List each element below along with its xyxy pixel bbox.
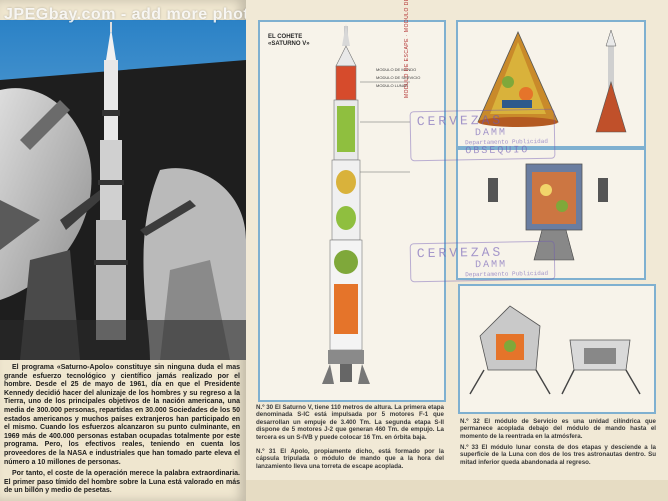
rocket-title: EL COHETE «SATURNO V»: [268, 34, 310, 48]
intro-text: El programa «Saturno-Apolo» constituye s…: [4, 364, 240, 499]
saturn-v-illustration: [322, 24, 410, 384]
service-module-illustration: [488, 163, 608, 261]
left-page: JPEGbay.com - add more photos to your li…: [0, 0, 396, 501]
intro-paragraph-2: Por tanto, el coste de la operación mere…: [4, 470, 240, 495]
rocket-side-text: MODULO DE ESCAPE · MODULO DE MANDO · MOD…: [404, 0, 410, 98]
lunar-module-card: [458, 284, 656, 414]
command-module-card: [456, 20, 646, 148]
launch-photo-art: [0, 20, 246, 360]
page-bottom-edge: [246, 480, 668, 501]
lunar-module-illustration: [469, 305, 641, 395]
caption-32: N.º 32 El módulo de Servicio es una unid…: [460, 418, 656, 440]
command-module-illustration: [477, 29, 627, 133]
caption-30: N.º 30 El Saturno V, tiene 110 metros de…: [256, 404, 444, 441]
stamp2-line3: Departamento Publicidad: [465, 269, 549, 279]
intro-paragraph-1: El programa «Saturno-Apolo» constituye s…: [4, 364, 240, 466]
guide-label-service: MODULO DE SERVICIO: [376, 75, 421, 80]
stamp1-line4: OBSEQUIO: [465, 145, 530, 158]
guide-label-lunar: MODULO LUNAR: [376, 83, 409, 88]
rocket-title-line1: EL COHETE: [268, 34, 303, 40]
launch-photo: [0, 20, 246, 360]
service-module-card: [456, 148, 646, 280]
caption-33: N.º 33 El módulo lunar consta de dos eta…: [460, 444, 656, 466]
caption-31: N.º 31 El Apolo, propiamente dicho, está…: [256, 448, 444, 470]
rocket-title-line2: «SATURNO V»: [268, 41, 310, 47]
brewery-stamp-1: CERVEZAS DAMM Departamento Publicidad OB…: [409, 108, 556, 162]
brewery-stamp-2: CERVEZAS DAMM Departamento Publicidad: [409, 240, 556, 283]
guide-label-command: MODULO DE MANDO: [376, 67, 417, 72]
rocket-card: [258, 20, 446, 402]
